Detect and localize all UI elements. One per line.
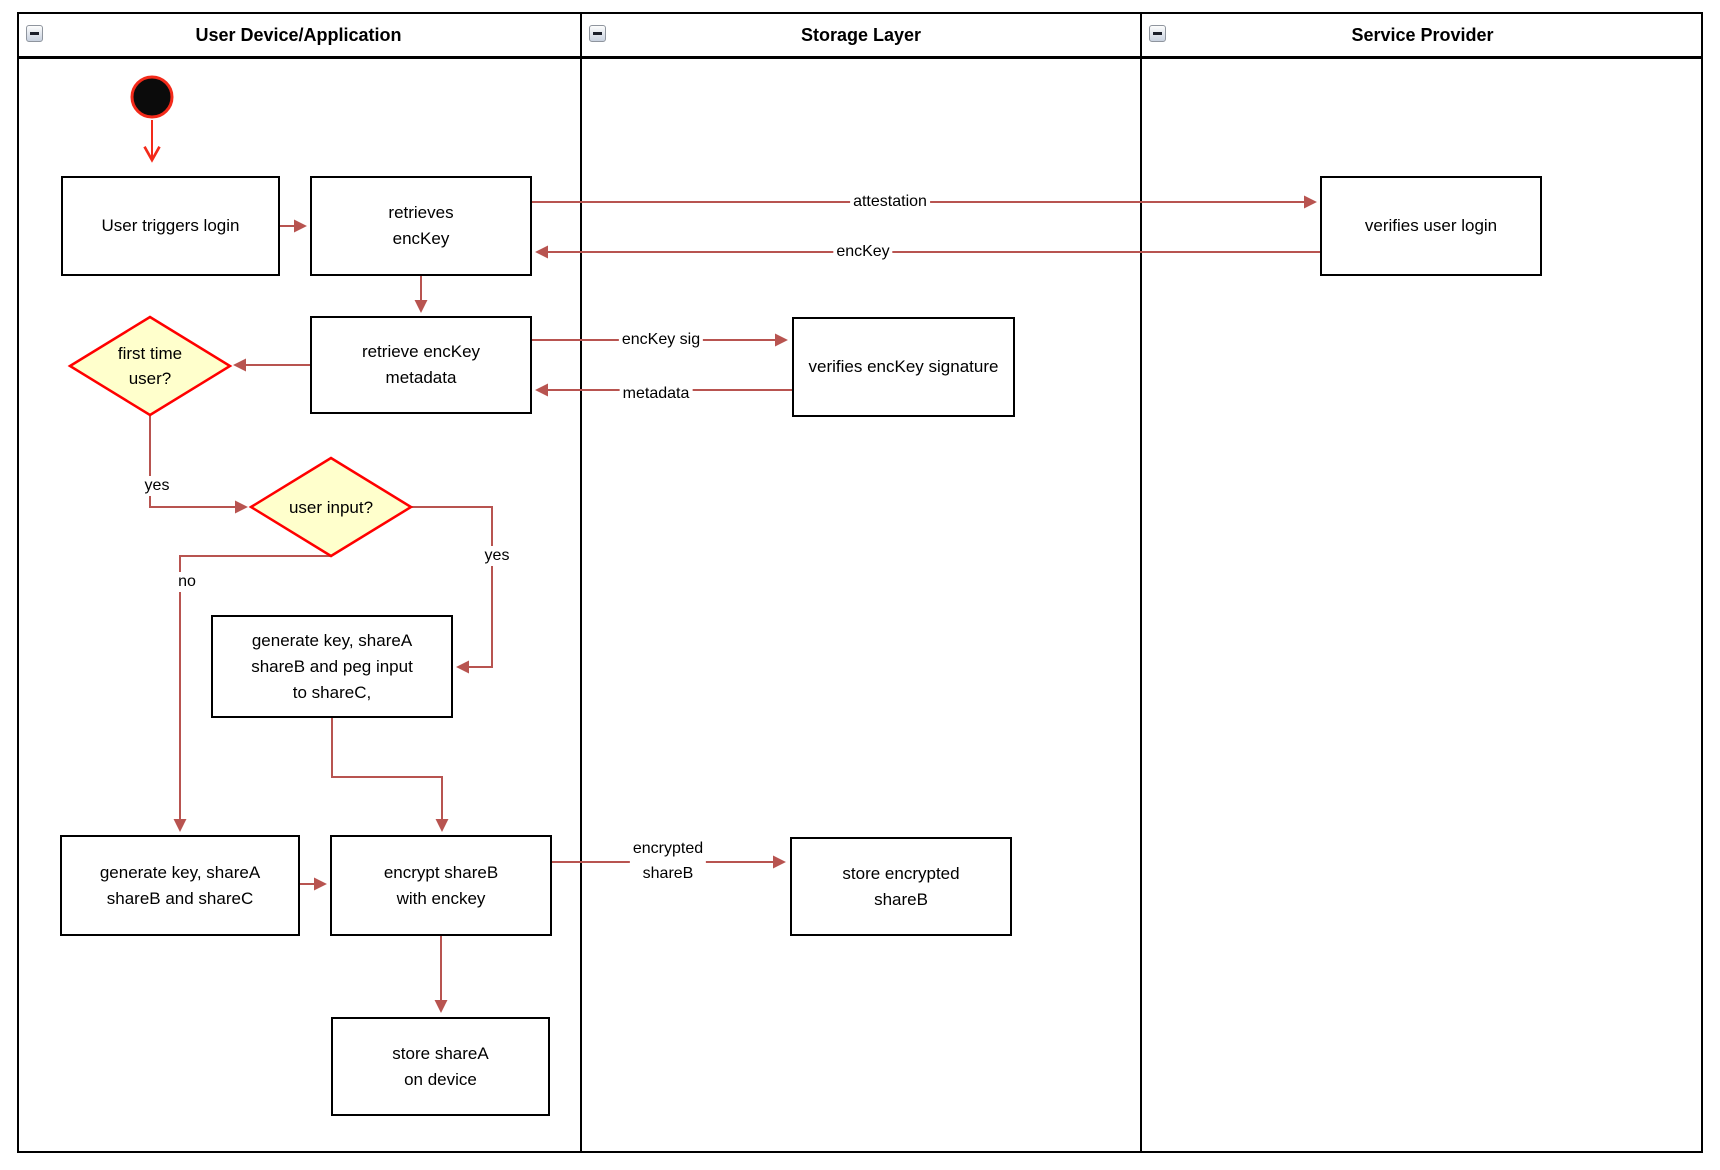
node-generate-key-peg-input[interactable]: generate key, shareA shareB and peg inpu… (211, 615, 453, 718)
node-label: generate key, shareA shareB and peg inpu… (251, 630, 413, 702)
edge-label-enckey-sig: encKey sig (618, 330, 704, 350)
node-label: generate key, shareA shareB and shareC (99, 862, 261, 908)
lane-header-separator (17, 56, 1703, 59)
arrow-userinput-yes (411, 506, 493, 674)
decision-first-time-user[interactable] (67, 315, 233, 417)
node-store-sharea[interactable]: store shareA on device (331, 1017, 550, 1116)
node-label: User triggers login (101, 216, 240, 235)
edge-label-metadata: metadata (619, 384, 693, 404)
node-label: verifies user login (1364, 216, 1498, 235)
lane-divider-1 (580, 12, 582, 1153)
node-store-encrypted-shareb[interactable]: store encrypted shareB (790, 837, 1012, 936)
node-retrieves-enckey[interactable]: retrieves encKey (310, 176, 532, 276)
start-node[interactable] (130, 75, 174, 119)
lane-title-user-device: User Device/Application (195, 24, 402, 45)
node-verifies-user-login[interactable]: verifies user login (1320, 176, 1542, 276)
edge-label-userinput-no: no (175, 572, 199, 592)
edge-label-encrypted-shareb: encrypted shareB (629, 836, 707, 886)
edge-label-enckey: encKey (833, 242, 893, 262)
node-user-triggers-login[interactable]: User triggers login (61, 176, 280, 276)
arrow-userinput-no (173, 555, 331, 832)
decision-user-input[interactable] (248, 456, 414, 558)
arrow-peg-to-encrypt (331, 718, 449, 832)
node-label: retrieves encKey (388, 203, 454, 248)
edge-label-attestation: attestation (850, 192, 930, 212)
edge-label-firsttime-yes: yes (141, 476, 173, 496)
node-retrieve-enckey-metadata[interactable]: retrieve encKey metadata (310, 316, 532, 414)
node-encrypt-shareb[interactable]: encrypt shareB with enckey (330, 835, 552, 936)
collapse-icon[interactable] (589, 25, 606, 42)
lane-title-service-provider: Service Provider (1351, 24, 1494, 45)
node-label: store shareA on device (392, 1043, 489, 1089)
collapse-icon[interactable] (1149, 25, 1166, 42)
node-label: retrieve encKey metadata (361, 342, 481, 387)
node-label: encrypt shareB with enckey (383, 862, 499, 908)
collapse-icon[interactable] (26, 25, 43, 42)
node-generate-key-sharec[interactable]: generate key, shareA shareB and shareC (60, 835, 300, 936)
node-label: verifies encKey signature (808, 357, 999, 376)
arrow-firsttime-yes (149, 415, 248, 514)
edge-label-userinput-yes: yes (481, 546, 513, 566)
node-label: store encrypted shareB (842, 863, 960, 909)
lane-divider-2 (1140, 12, 1142, 1153)
lane-title-storage-layer: Storage Layer (800, 24, 922, 45)
node-verifies-enckey-signature[interactable]: verifies encKey signature (792, 317, 1015, 417)
